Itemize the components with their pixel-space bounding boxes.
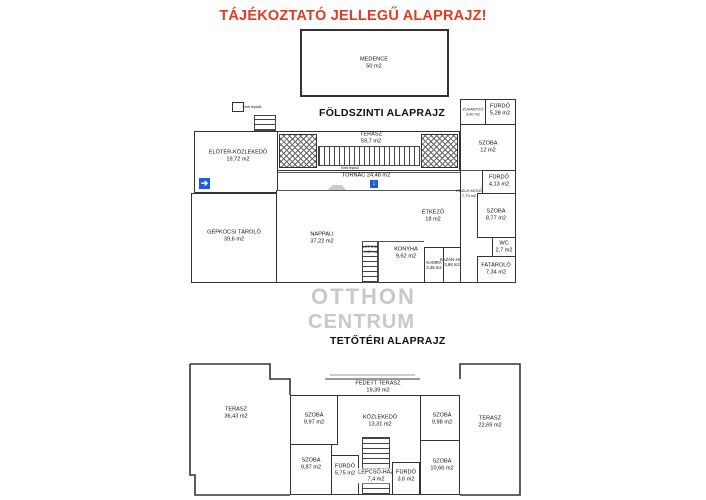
pergola-right [421, 134, 458, 168]
room-a [290, 395, 338, 445]
kitchen-wall [378, 241, 379, 283]
page-title: TÁJÉKOZTATÓ JELLEGŰ ALAPRAJZ! [219, 8, 487, 24]
pergola-left [279, 134, 317, 168]
kitchen-top-wall [362, 241, 424, 242]
attic-stairs [362, 437, 390, 495]
garden-stairs [254, 115, 276, 131]
bath-b [392, 462, 420, 495]
down-arrow-icon: ↓ [370, 180, 378, 188]
bath-a [331, 455, 359, 495]
watermark-line2: CENTRUM [308, 311, 415, 333]
bath-1 [485, 99, 516, 125]
shower [460, 99, 486, 125]
wood-storage [477, 256, 516, 283]
watermark-line1: OTTHON [311, 284, 416, 309]
garden-step-box [232, 102, 244, 112]
porch-small-label: Kerti lépcső [341, 165, 359, 170]
garden-step-label: Kerti lépcső [242, 104, 262, 109]
porch-front-line [276, 190, 462, 191]
entrance-arrow-icon: ➔ [199, 178, 210, 189]
ground-floor-title: FÖLDSZINTI ALAPRAJZ [319, 107, 446, 119]
terrace-steps [318, 146, 420, 166]
room-d [420, 440, 460, 495]
pool [300, 29, 449, 97]
room-c [290, 444, 332, 495]
attic-title: TETŐTÉRI ALAPRAJZ [330, 335, 446, 347]
porch-label: TORNÁC 24,48 m2 [341, 172, 391, 179]
garage [191, 193, 277, 283]
porch-line [276, 172, 460, 173]
room-b [420, 395, 460, 441]
bed-2 [477, 193, 516, 238]
